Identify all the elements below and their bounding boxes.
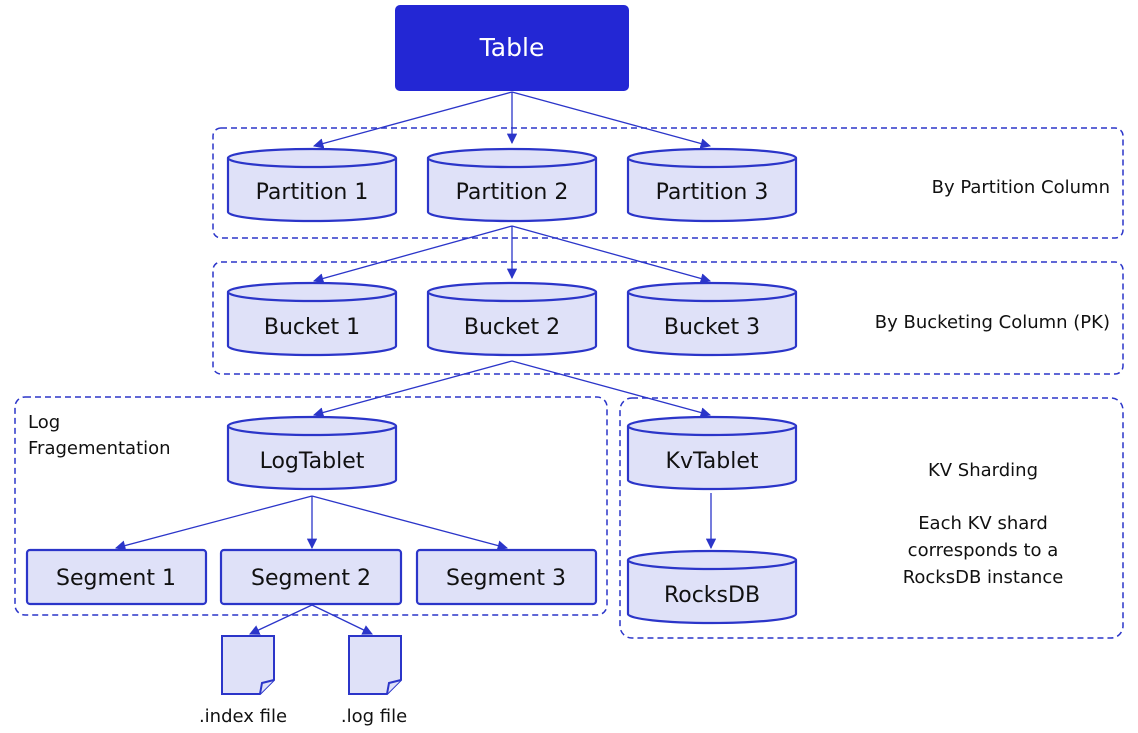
segment-node-2[interactable]: Segment 2 bbox=[219, 548, 403, 606]
logtablet-node-label: LogTablet bbox=[260, 449, 365, 474]
kv-caption-line-2: corresponds to a bbox=[908, 540, 1059, 561]
partition-node-2-label: Partition 2 bbox=[456, 180, 569, 205]
bucket-caption: By Bucketing Column (PK) bbox=[875, 312, 1110, 333]
rocksdb-node-label: RocksDB bbox=[664, 583, 760, 608]
kv-caption-line-1: Each KV shard bbox=[918, 513, 1048, 534]
bucket-node-3-label: Bucket 3 bbox=[664, 315, 760, 340]
bucket-group-box bbox=[212, 261, 1124, 375]
partition-node-1-label: Partition 1 bbox=[256, 180, 369, 205]
kv-caption-title: KV Sharding bbox=[928, 460, 1038, 481]
kv-caption-line-3: RocksDB instance bbox=[903, 567, 1064, 588]
segment-node-3[interactable]: Segment 3 bbox=[415, 548, 598, 606]
partition-node-1[interactable]: Partition 1 bbox=[226, 147, 398, 223]
segment-node-1[interactable]: Segment 1 bbox=[25, 548, 208, 606]
partition-node-2[interactable]: Partition 2 bbox=[426, 147, 598, 223]
log-caption-line-2: Fragementation bbox=[28, 438, 171, 459]
edge-segment-index-file bbox=[249, 604, 313, 635]
edge-table-partition-3 bbox=[511, 91, 712, 149]
edges bbox=[114, 91, 717, 635]
bucket-node-2-label: Bucket 2 bbox=[464, 315, 560, 340]
bucket-node-1-label: Bucket 1 bbox=[264, 315, 360, 340]
edge-segment-log-file bbox=[311, 604, 373, 635]
bucket-node-1[interactable]: Bucket 1 bbox=[226, 281, 398, 357]
log-file-icon[interactable] bbox=[348, 635, 402, 695]
partition-node-3-label: Partition 3 bbox=[656, 180, 769, 205]
partition-caption: By Partition Column bbox=[932, 177, 1110, 198]
log-fragmentation-group-box bbox=[14, 396, 608, 616]
edge-partition-bucket-3 bbox=[511, 225, 712, 284]
table-node[interactable]: Table bbox=[395, 5, 629, 91]
kvtablet-node-label: KvTablet bbox=[666, 449, 759, 474]
index-file-label: .index file bbox=[199, 706, 287, 727]
log-file-label: .log file bbox=[341, 706, 407, 727]
partition-group-box bbox=[212, 127, 1124, 239]
segment-node-1-label: Segment 1 bbox=[56, 566, 176, 591]
log-caption-line-1: Log bbox=[28, 412, 60, 433]
index-file-icon[interactable] bbox=[221, 635, 275, 695]
bucket-node-3[interactable]: Bucket 3 bbox=[626, 281, 798, 357]
edge-logtablet-segment-1 bbox=[114, 495, 313, 551]
rocksdb-node[interactable]: RocksDB bbox=[626, 549, 798, 625]
edge-table-partition-1 bbox=[312, 91, 513, 149]
logtablet-node[interactable]: LogTablet bbox=[226, 415, 398, 491]
segment-node-2-label: Segment 2 bbox=[251, 566, 371, 591]
edge-bucket-logtablet bbox=[312, 360, 513, 418]
bucket-node-2[interactable]: Bucket 2 bbox=[426, 281, 598, 357]
kv-sharding-group-box bbox=[619, 397, 1124, 639]
edge-logtablet-segment-3 bbox=[311, 495, 509, 551]
segment-node-3-label: Segment 3 bbox=[446, 566, 566, 591]
edge-partition-bucket-1 bbox=[312, 225, 513, 284]
table-node-label: Table bbox=[479, 33, 545, 62]
kvtablet-node[interactable]: KvTablet bbox=[626, 415, 798, 491]
partition-node-3[interactable]: Partition 3 bbox=[626, 147, 798, 223]
edge-bucket-kvtablet bbox=[511, 360, 712, 418]
